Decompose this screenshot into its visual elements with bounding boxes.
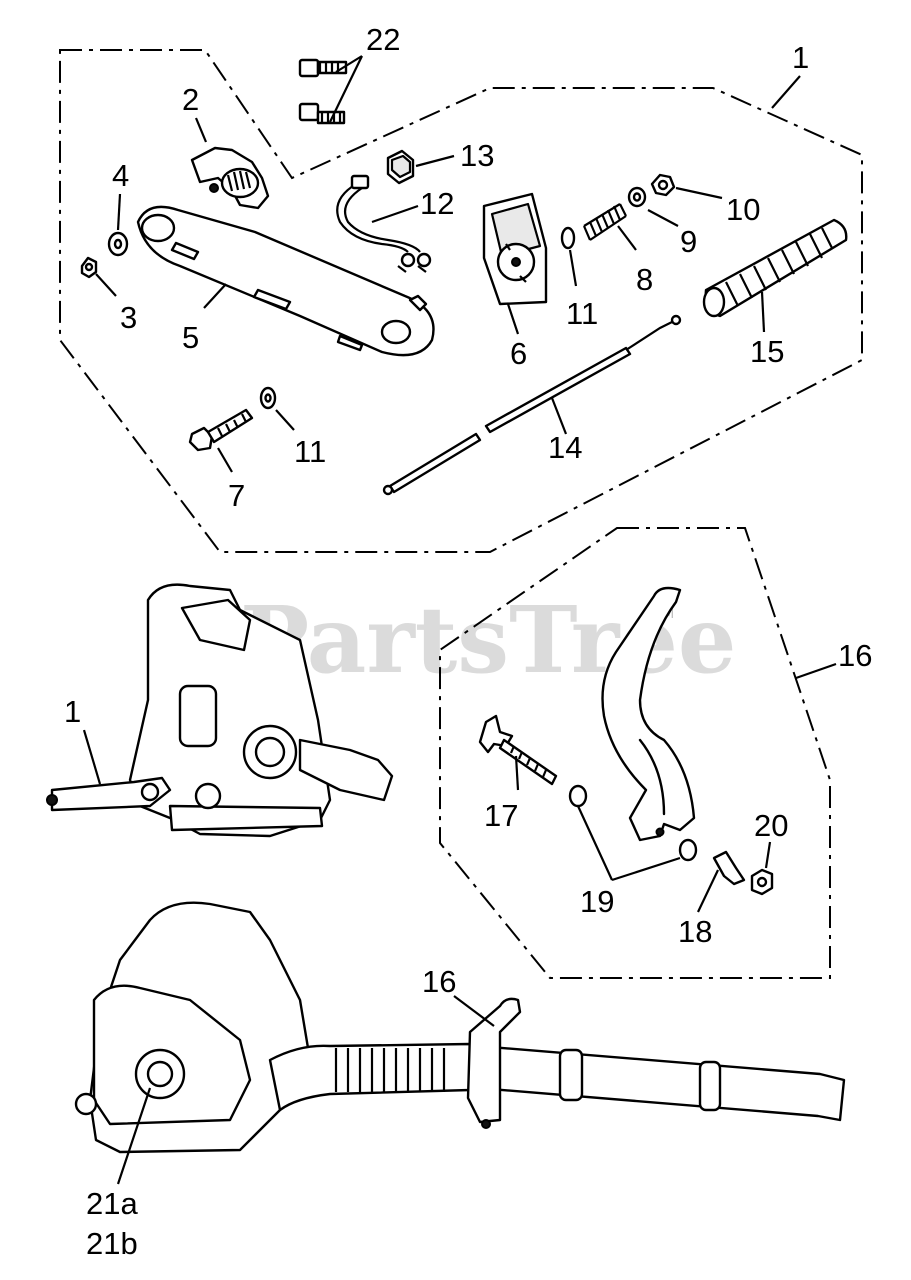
callout-13: 13 bbox=[460, 138, 494, 173]
leader-8 bbox=[617, 225, 637, 251]
leader-18 bbox=[697, 869, 719, 913]
callout-16-box: 16 bbox=[838, 638, 872, 673]
callout-11-upper: 11 bbox=[566, 296, 598, 331]
wing-nut-18[interactable] bbox=[712, 850, 746, 886]
leader-7 bbox=[217, 447, 233, 473]
rubber-block-13[interactable] bbox=[386, 149, 415, 185]
blower-assembly-view-lower bbox=[74, 901, 312, 1154]
handle-arm-view-1 bbox=[46, 776, 172, 812]
nut-20[interactable] bbox=[750, 868, 774, 896]
callout-20: 20 bbox=[754, 808, 788, 843]
bolt-7[interactable] bbox=[188, 408, 254, 452]
leader-2 bbox=[194, 117, 208, 143]
leader-22 bbox=[329, 55, 363, 123]
nut-3[interactable] bbox=[80, 256, 98, 279]
group-16-boundary bbox=[439, 527, 831, 979]
leader-3 bbox=[95, 273, 117, 297]
callout-21a: 21a bbox=[86, 1186, 138, 1221]
switch-plate-6[interactable] bbox=[482, 192, 548, 306]
leader-1-view bbox=[82, 729, 102, 785]
leader-20 bbox=[764, 841, 772, 869]
washer-19-right[interactable] bbox=[678, 838, 698, 862]
leader-5 bbox=[203, 283, 227, 309]
callout-1-top: 1 bbox=[792, 40, 809, 75]
leader-17 bbox=[514, 755, 520, 791]
throttle-clamp-2[interactable] bbox=[190, 146, 270, 210]
leader-11-lower bbox=[275, 409, 295, 431]
callout-17: 17 bbox=[484, 798, 518, 833]
callout-12: 12 bbox=[420, 186, 454, 221]
leader-13 bbox=[415, 154, 455, 168]
callout-19: 19 bbox=[580, 884, 614, 919]
spring-8[interactable] bbox=[582, 203, 627, 241]
callout-22: 22 bbox=[366, 22, 400, 57]
leader-4 bbox=[116, 193, 122, 231]
callout-4: 4 bbox=[112, 158, 129, 193]
washer-19-left[interactable] bbox=[568, 784, 588, 808]
callout-6: 6 bbox=[510, 336, 527, 371]
washer-4[interactable] bbox=[107, 231, 129, 257]
tube-handle-16[interactable] bbox=[601, 586, 696, 842]
wire-harness-12[interactable] bbox=[336, 174, 432, 273]
callout-10: 10 bbox=[726, 192, 760, 227]
leader-12 bbox=[371, 204, 419, 224]
wing-bolt-17[interactable] bbox=[478, 714, 558, 786]
washer-11-lower[interactable] bbox=[259, 386, 277, 410]
bolt-22-upper[interactable] bbox=[298, 58, 348, 78]
leader-19 bbox=[577, 805, 681, 882]
callout-8: 8 bbox=[636, 262, 653, 297]
callout-9: 9 bbox=[680, 224, 697, 259]
callout-15: 15 bbox=[750, 334, 784, 369]
leader-1-top bbox=[771, 75, 801, 109]
callout-1-view: 1 bbox=[64, 694, 81, 729]
handle-arm-5[interactable] bbox=[136, 205, 435, 357]
group-1-boundary bbox=[59, 49, 863, 553]
callout-5: 5 bbox=[182, 320, 199, 355]
leader-10 bbox=[675, 186, 723, 200]
callout-7: 7 bbox=[228, 478, 245, 513]
callout-3: 3 bbox=[120, 300, 137, 335]
callout-18: 18 bbox=[678, 914, 712, 949]
blower-assembly-view-upper bbox=[128, 583, 394, 838]
leader-15 bbox=[760, 291, 766, 333]
leader-16-box bbox=[795, 662, 837, 680]
leader-9 bbox=[647, 209, 679, 227]
flex-tube-15[interactable] bbox=[702, 218, 848, 318]
nut-10[interactable] bbox=[650, 173, 676, 197]
leader-14 bbox=[550, 397, 568, 435]
callout-16-view: 16 bbox=[422, 964, 456, 999]
leader-6 bbox=[506, 303, 520, 335]
blower-tube-view bbox=[268, 997, 846, 1129]
leader-21 bbox=[116, 1087, 152, 1185]
callout-11-lower: 11 bbox=[294, 434, 326, 469]
throttle-cable-14[interactable] bbox=[382, 314, 682, 496]
leader-11-upper bbox=[568, 249, 578, 287]
callout-2: 2 bbox=[182, 82, 199, 117]
leader-16-view bbox=[453, 995, 495, 1027]
callout-14: 14 bbox=[548, 430, 582, 465]
washer-11-upper[interactable] bbox=[560, 226, 576, 250]
callout-21b: 21b bbox=[86, 1226, 138, 1261]
washer-9[interactable] bbox=[627, 186, 647, 208]
